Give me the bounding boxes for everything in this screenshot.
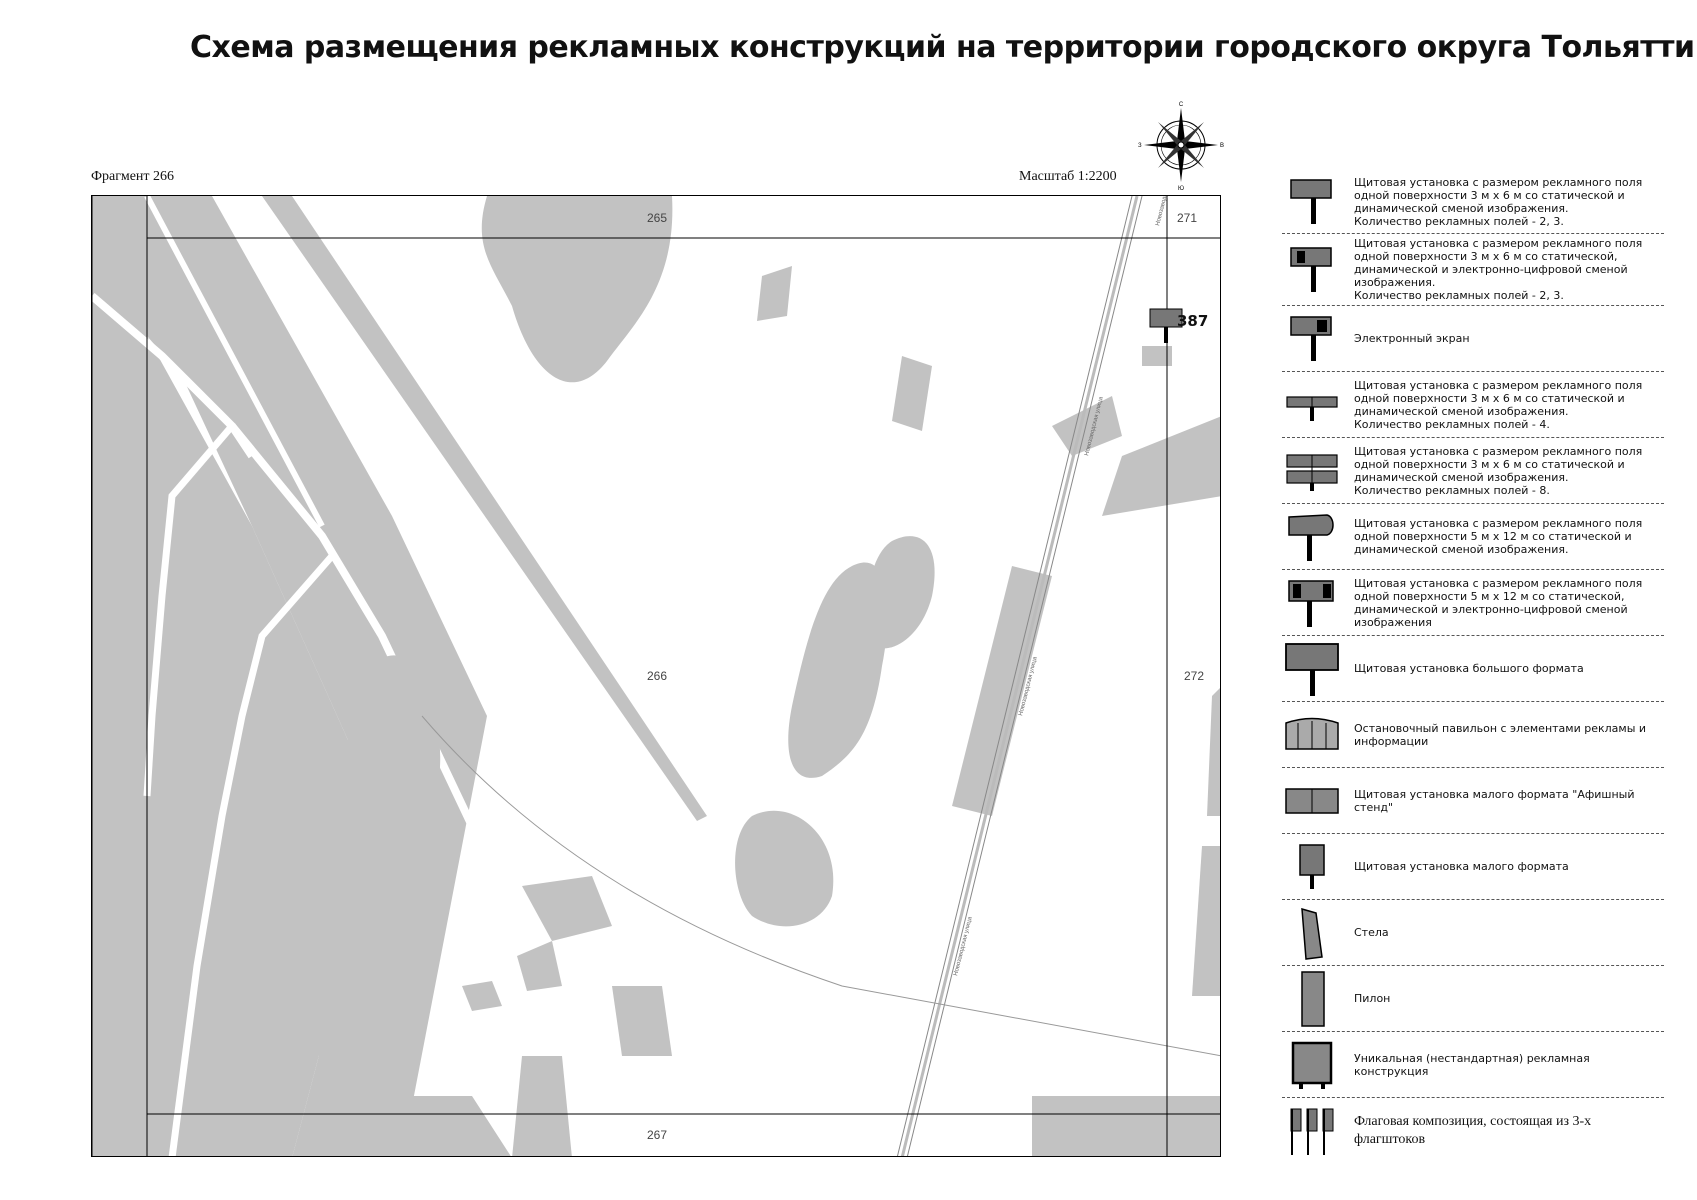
billboard-4-fields-icon	[1286, 395, 1338, 421]
legend-text-8: Щитовая установка большого формата	[1354, 662, 1584, 675]
sheet-label-bottom: 267	[647, 1128, 667, 1142]
small-format-billboard-icon	[1299, 843, 1325, 889]
building-se-1	[1032, 1096, 1220, 1156]
legend-text-7: Щитовая установка с размером рекламного …	[1354, 576, 1643, 629]
sheet-label-right-mid: 272	[1184, 669, 1204, 683]
legend-text-15: Флаговая композиция, состоящая из 3-х фл…	[1354, 1114, 1592, 1147]
legend-text-6: Щитовая установка с размером рекламного …	[1354, 517, 1643, 556]
large-format-billboard-icon	[1285, 642, 1339, 696]
billboard-5x12-digital-icon	[1288, 579, 1334, 627]
building-south-5	[372, 1096, 511, 1156]
legend-item-6: Щитовая установка с размером рекламного …	[1282, 504, 1664, 570]
billboard-8-fields-icon	[1286, 453, 1338, 491]
pylon-icon	[1301, 970, 1325, 1027]
compass-n: С	[1179, 102, 1184, 108]
legend-text-3: Электронный экран	[1354, 332, 1470, 345]
poster-stand-icon	[1285, 787, 1339, 814]
fragment-label: Фрагмент 266	[91, 169, 175, 184]
building-east-2	[1052, 396, 1122, 456]
building-ne-2	[1102, 416, 1220, 516]
billboard-3x6-icon	[1290, 178, 1332, 224]
sheet-label-top: 265	[647, 211, 667, 225]
legend-item-13: Пилон	[1282, 966, 1664, 1032]
road-curve-south	[421, 715, 1220, 1057]
building-south-3	[517, 941, 562, 991]
electronic-screen-icon	[1290, 315, 1332, 361]
legend-text-10: Щитовая установка малого формата "Афишны…	[1354, 787, 1635, 814]
legend-text-4: Щитовая установка с размером рекламного …	[1354, 378, 1643, 431]
legend-text-11: Щитовая установка малого формата	[1354, 860, 1569, 873]
street-label-4: Новозаводская улица	[1155, 196, 1176, 226]
road-west-5	[144, 196, 325, 528]
ad-marker-number[interactable]: 387	[1177, 312, 1209, 330]
unique-structure-icon	[1291, 1041, 1333, 1089]
road-west-3	[143, 423, 235, 797]
legend-item-12: Стела	[1282, 900, 1664, 966]
building-south-2	[612, 986, 672, 1056]
legend-item-9: Остановочный павильон с элементами рекла…	[1282, 702, 1664, 768]
road-main-edge-2	[906, 196, 1143, 1156]
road-west-4	[168, 553, 335, 1156]
legend-text-14: Уникальная (нестандартная) рекламная кон…	[1354, 1051, 1590, 1078]
legend-item-15: Флаговая композиция, состоящая из 3-х фл…	[1282, 1098, 1664, 1164]
area-east-2	[788, 562, 888, 778]
billboard-5x12-icon	[1288, 513, 1334, 561]
legend-item-2: Щитовая установка с размером рекламного …	[1282, 234, 1664, 306]
area-east-3	[735, 810, 834, 927]
left-building-strip	[92, 196, 147, 1156]
block-west-2	[147, 196, 487, 1156]
compass-w: З	[1138, 143, 1142, 149]
legend-item-1: Щитовая установка с размером рекламного …	[1282, 170, 1664, 234]
page-title: Схема размещения рекламных конструкций н…	[190, 30, 1695, 65]
legend-text-2: Щитовая установка с размером рекламного …	[1354, 237, 1643, 302]
building-ne-3	[1207, 688, 1220, 816]
legend-text-9: Остановочный павильон с элементами рекла…	[1354, 721, 1647, 748]
legend-text-1: Щитовая установка с размером рекламного …	[1354, 175, 1643, 228]
legend-item-14: Уникальная (нестандартная) рекламная кон…	[1282, 1032, 1664, 1098]
diagonal-strip	[262, 196, 707, 821]
map-canvas[interactable]: 265 266 267 271 272 Новозаводская улица …	[92, 196, 1221, 1157]
compass-s: Ю	[1178, 186, 1184, 190]
legend-text-5: Щитовая установка с размером рекламного …	[1354, 444, 1643, 497]
billboard-3x6-digital-icon	[1290, 246, 1332, 292]
legend-item-5: Щитовая установка с размером рекламного …	[1282, 438, 1664, 504]
scale-label: Масштаб 1:2200	[1019, 169, 1117, 184]
sheet-label-right-top: 271	[1177, 211, 1197, 225]
bus-stop-pavilion-icon	[1285, 717, 1339, 750]
legend: Щитовая установка с размером рекламного …	[1282, 170, 1664, 1164]
building-east-large	[952, 566, 1052, 816]
map-fragment[interactable]: 265 266 267 271 272 Новозаводская улица …	[91, 195, 1221, 1157]
building-south-6	[512, 1056, 572, 1156]
building-ne-4	[1192, 846, 1220, 996]
area-north	[481, 196, 673, 383]
building-small-1	[757, 266, 792, 321]
building-south-4	[462, 981, 502, 1011]
flag-composition-icon	[1290, 1108, 1334, 1155]
building-south-1	[522, 876, 612, 941]
street-label-3: Новозаводская улица	[953, 916, 974, 977]
legend-text-13: Пилон	[1354, 992, 1391, 1005]
compass-rose-icon: С Ю З В	[1138, 102, 1224, 190]
building-east-1	[892, 356, 932, 431]
legend-item-4: Щитовая установка с размером рекламного …	[1282, 372, 1664, 438]
road-main-center	[900, 196, 1139, 1156]
sheet-label-center: 266	[647, 669, 667, 683]
stele-icon	[1301, 907, 1323, 960]
ad-marker-387[interactable]	[1149, 308, 1183, 343]
road-main-edge-1	[896, 196, 1133, 1156]
legend-text-12: Стела	[1354, 926, 1389, 939]
legend-item-7: Щитовая установка с размером рекламного …	[1282, 570, 1664, 636]
building-ne-1	[1142, 346, 1172, 366]
compass-e: В	[1220, 143, 1224, 149]
legend-item-10: Щитовая установка малого формата "Афишны…	[1282, 768, 1664, 834]
legend-item-8: Щитовая установка большого формата	[1282, 636, 1664, 702]
legend-item-3: Электронный экран	[1282, 306, 1664, 372]
legend-item-11: Щитовая установка малого формата	[1282, 834, 1664, 900]
area-west-blob	[301, 655, 441, 1056]
